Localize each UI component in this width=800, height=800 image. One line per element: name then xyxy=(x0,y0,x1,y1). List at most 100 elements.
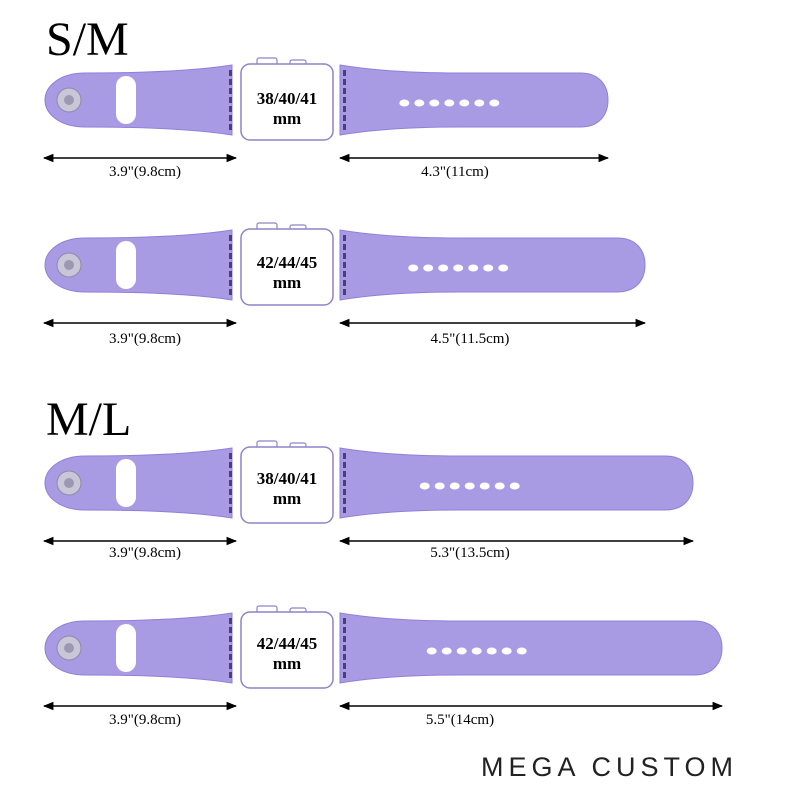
strap-hole xyxy=(434,482,445,490)
lug-mark xyxy=(343,70,346,76)
section-title-ml: M/L xyxy=(46,393,131,446)
strap-hole xyxy=(483,264,494,272)
strap-hole xyxy=(479,482,490,490)
lug-mark xyxy=(229,124,232,130)
strap-hole xyxy=(426,647,437,655)
band-graphic xyxy=(42,57,610,163)
short-strap-length: 3.9"(9.8cm) xyxy=(109,545,181,561)
lug-mark xyxy=(343,124,346,130)
strap-hole xyxy=(501,647,512,655)
lug-mark xyxy=(343,88,346,94)
lug-mark xyxy=(229,462,232,468)
lug-mark xyxy=(229,79,232,85)
strap-hole xyxy=(408,264,419,272)
lug-mark xyxy=(343,489,346,495)
strap-hole xyxy=(438,264,449,272)
lug-mark xyxy=(229,654,232,660)
lug-mark xyxy=(343,471,346,477)
lug-mark xyxy=(229,262,232,268)
short-strap xyxy=(44,229,233,301)
strap-loop-slot xyxy=(116,624,136,672)
lug-mark xyxy=(343,97,346,103)
case-size-unit: mm xyxy=(273,109,301,128)
lug-mark xyxy=(229,480,232,486)
pin-center xyxy=(64,260,74,270)
short-strap-length: 3.9"(9.8cm) xyxy=(109,164,181,180)
case-size-unit: mm xyxy=(273,273,301,292)
strap-hole xyxy=(453,264,464,272)
lug-mark xyxy=(229,645,232,651)
band-graphic xyxy=(42,605,724,711)
watch-case xyxy=(240,611,334,689)
lug-mark xyxy=(229,498,232,504)
strap-hole xyxy=(464,482,475,490)
strap-hole xyxy=(414,99,425,107)
lug-mark xyxy=(229,453,232,459)
lug-mark xyxy=(343,280,346,286)
strap-hole xyxy=(429,99,440,107)
lug-mark xyxy=(229,253,232,259)
case-size-unit: mm xyxy=(273,654,301,673)
pin-center xyxy=(64,95,74,105)
strap-hole xyxy=(516,647,527,655)
strap-loop-slot xyxy=(116,459,136,507)
lug-mark xyxy=(229,88,232,94)
strap-loop-slot xyxy=(116,241,136,289)
lug-mark xyxy=(229,507,232,513)
strap-loop-slot xyxy=(116,76,136,124)
lug-mark xyxy=(343,253,346,259)
case-size-label: 42/44/45 xyxy=(257,634,317,653)
lug-mark xyxy=(229,70,232,76)
section-title-sm: S/M xyxy=(46,13,129,66)
short-strap xyxy=(44,612,233,684)
long-strap xyxy=(339,612,723,684)
lug-mark xyxy=(229,672,232,678)
lug-mark xyxy=(229,280,232,286)
long-strap xyxy=(339,64,609,136)
long-strap-length: 5.3"(13.5cm) xyxy=(430,545,509,561)
strap-hole xyxy=(441,647,452,655)
lug-mark xyxy=(343,106,346,112)
case-size-label: 38/40/41 xyxy=(257,89,317,108)
strap-hole xyxy=(419,482,430,490)
watch-case xyxy=(240,63,334,141)
brand-name: MEGA CUSTOM xyxy=(481,752,738,782)
lug-mark xyxy=(229,489,232,495)
strap-hole xyxy=(444,99,455,107)
lug-mark xyxy=(229,289,232,295)
lug-mark xyxy=(343,645,346,651)
strap-hole xyxy=(459,99,470,107)
lug-mark xyxy=(229,115,232,121)
lug-mark xyxy=(343,480,346,486)
short-strap-length: 3.9"(9.8cm) xyxy=(109,712,181,728)
strap-hole xyxy=(486,647,497,655)
lug-mark xyxy=(343,498,346,504)
lug-mark xyxy=(343,244,346,250)
lug-mark xyxy=(343,636,346,642)
band-graphic xyxy=(42,222,647,328)
lug-mark xyxy=(343,654,346,660)
lug-mark xyxy=(229,106,232,112)
pin-center xyxy=(64,643,74,653)
lug-mark xyxy=(343,462,346,468)
long-strap-length: 5.5"(14cm) xyxy=(426,712,494,728)
case-size-label: 42/44/45 xyxy=(257,253,317,272)
lug-mark xyxy=(229,471,232,477)
lug-mark xyxy=(343,235,346,241)
lug-mark xyxy=(343,262,346,268)
short-strap-length: 3.9"(9.8cm) xyxy=(109,331,181,347)
lug-mark xyxy=(229,97,232,103)
band-graphic xyxy=(42,440,695,546)
band-group-1: 42/44/45 mm 3.9"(9.8cm) 4.5"(11.5cm) xyxy=(42,222,647,347)
case-size-label: 38/40/41 xyxy=(257,469,317,488)
lug-mark xyxy=(343,663,346,669)
short-strap xyxy=(44,64,233,136)
strap-hole xyxy=(471,647,482,655)
strap-hole xyxy=(456,647,467,655)
lug-mark xyxy=(229,244,232,250)
lug-mark xyxy=(343,627,346,633)
lug-mark xyxy=(343,618,346,624)
band-group-0: 38/40/41 mm 3.9"(9.8cm) 4.3"(11cm) xyxy=(42,57,610,180)
strap-hole xyxy=(423,264,434,272)
